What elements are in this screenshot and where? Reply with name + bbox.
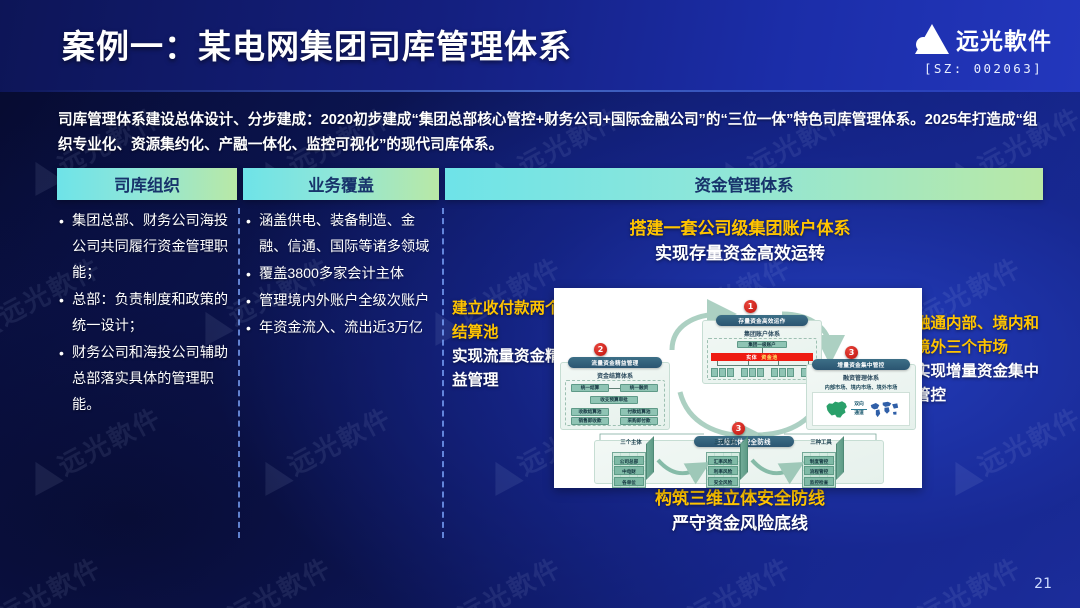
cube-tools: 三种工具 制度管控 流程管控 监控检查 <box>802 436 844 488</box>
badge-3-financing: 3 <box>845 346 858 359</box>
node2-sales-receipt: 销售即收款 <box>571 417 609 425</box>
node1-account-group-2 <box>741 368 764 377</box>
watermark-tile: 远光軟件 <box>0 548 107 608</box>
annotation-bottom-white: 严守资金风险底线 <box>672 514 808 533</box>
node1-drop-2 <box>748 361 749 365</box>
cube-risks-row: 汇率风险 <box>708 456 738 465</box>
node2-purchase-payment: 采购即付款 <box>620 417 658 425</box>
node1-account-group-3 <box>771 368 794 377</box>
cube-entities: 三个主体 公司总部 中电财 各单位 <box>612 436 654 488</box>
stock-code: [SZ: 002063] <box>923 61 1044 76</box>
world-map-icon <box>870 401 899 418</box>
node3-channel: 通道 <box>854 411 864 417</box>
node3-map-area: 双向 通道 <box>812 392 910 426</box>
subtitle-paragraph: 司库管理体系建设总体设计、分步建成：2020初步建成“集团总部核心管控+财务公司… <box>58 112 1038 153</box>
watermark-tile: 远光軟件 <box>420 548 567 608</box>
yuanguang-logo-icon <box>915 24 949 54</box>
annotation-left-white: 实现流量资金精益管理 <box>452 348 561 389</box>
node2-unified-settlement: 统一结算 <box>571 384 609 392</box>
cube-tools-row: 制度管控 <box>804 456 834 465</box>
annotation-bottom: 构筑三维立体安全防线 严守资金风险底线 <box>450 486 1030 536</box>
node2-caption: 流量资金精益管理 <box>568 357 662 368</box>
node2-payment-pool: 付款结算池 <box>620 408 658 416</box>
organization-bullet-list: 集团总部、财务公司海投公司共同履行资金管理职能； 总部：负责制度和政策的统一设计… <box>57 208 237 418</box>
pool-label-white: 实体 <box>746 354 758 361</box>
cube-risks-row: 安全风险 <box>708 476 738 486</box>
fund-management-diagram: 1 存量资金高效运作 集团账户体系 集团一级账户 实体资金池 2 流量资金精益管… <box>554 288 922 488</box>
node1-caption: 存量资金高效运作 <box>716 315 808 326</box>
list-item: 年资金流入、流出近3万亿 <box>244 315 440 341</box>
badge-2: 2 <box>594 343 607 356</box>
pool-label-yellow: 资金池 <box>761 354 778 361</box>
company-logo-block: 远光軟件 [SZ: 002063] <box>915 22 1052 76</box>
list-item: 覆盖3800多家会计主体 <box>244 261 440 287</box>
node3-channel-label: 双向 通道 <box>851 401 867 418</box>
list-item: 涵盖供电、装备制造、金融、信通、国际等诸多领域 <box>244 208 440 260</box>
watermark-tile: 远光軟件 <box>650 548 797 608</box>
node1-bus-line <box>717 365 809 366</box>
cube-entities-row: 各单位 <box>614 476 644 486</box>
list-item: 集团总部、财务公司海投公司共同履行资金管理职能； <box>57 208 237 286</box>
logo-wordmark: 远光軟件 <box>956 29 1052 55</box>
slide-header: 案例一：某电网集团司库管理体系 远光軟件 [SZ: 002063] <box>0 0 1080 92</box>
node3-subtitle: 融资管理体系 <box>842 376 879 382</box>
column-coverage: 涵盖供电、装备制造、金融、信通、国际等诸多领域 覆盖3800多家会计主体 管理境… <box>244 208 440 342</box>
node2-link-1 <box>609 388 620 389</box>
node1-drop-3 <box>778 361 779 365</box>
column-organization: 集团总部、财务公司海投公司共同履行资金管理职能； 总部：负责制度和政策的统一设计… <box>57 208 237 419</box>
node3-caption: 增量资金集中管控 <box>812 359 910 370</box>
page-number: 21 <box>1034 576 1052 592</box>
annotation-left-highlight: 建立收付款两个结算池 <box>452 300 561 341</box>
node3-markets-label: 内部市场、境内市场、境外市场 <box>824 385 898 391</box>
column-headers: 司库组织 业务覆盖 资金管理体系 <box>57 168 1043 200</box>
cube-tools-title: 三种工具 <box>810 440 832 446</box>
annotation-top-white: 实现存量资金高效运转 <box>655 244 825 263</box>
cube-entities-row: 公司总部 <box>614 456 644 465</box>
column-header-organization: 司库组织 <box>57 168 237 200</box>
annotation-right-white: 实现增量资金集中管控 <box>915 363 1040 404</box>
badge-3-defense: 3 <box>732 422 745 435</box>
cube-risks-title: 三类风险 <box>714 440 736 446</box>
list-item: 总部：负责制度和政策的统一设计； <box>57 287 237 339</box>
watermark-tile: 远光軟件 <box>250 398 397 500</box>
column-divider-1 <box>238 208 240 538</box>
page-title: 案例一：某电网集团司库管理体系 <box>62 28 572 65</box>
china-map-icon <box>826 401 847 418</box>
node1-drop-1 <box>717 361 718 365</box>
node2-receipt-pool: 收款结算池 <box>571 408 609 416</box>
node3-bidirectional: 双向 <box>854 401 864 407</box>
annotation-top: 搭建一套公司级集团账户体系 实现存量资金高效运转 <box>450 216 1030 266</box>
list-item: 管理境内外账户全级次账户 <box>244 288 440 314</box>
node2-budget-approval: 收支预算审批 <box>590 396 638 404</box>
column-header-coverage: 业务覆盖 <box>243 168 439 200</box>
badge-1: 1 <box>744 300 757 313</box>
watermark-tile: 远光軟件 <box>940 398 1080 500</box>
cube-risks: 三类风险 汇率风险 利率风险 安全风险 <box>706 436 748 488</box>
cube-entities-row: 中电财 <box>614 466 644 476</box>
annotation-top-highlight: 搭建一套公司级集团账户体系 <box>629 219 851 238</box>
node1-subtitle: 集团账户体系 <box>743 332 780 338</box>
annotation-left: 建立收付款两个结算池 实现流量资金精益管理 <box>452 297 572 393</box>
cube-entities-title: 三个主体 <box>620 440 642 446</box>
cube-tools-row: 流程管控 <box>804 466 834 476</box>
annotation-right-highlight: 融通内部、境内和境外三个市场 <box>915 315 1040 356</box>
coverage-bullet-list: 涵盖供电、装备制造、金融、信通、国际等诸多领域 覆盖3800多家会计主体 管理境… <box>244 208 440 341</box>
column-header-fund-system: 资金管理体系 <box>445 168 1043 200</box>
node1-connector <box>762 348 763 353</box>
node1-account-label: 集团一级账户 <box>737 341 787 348</box>
annotation-bottom-highlight: 构筑三维立体安全防线 <box>655 489 825 508</box>
node2-subtitle: 资金结算体系 <box>596 374 633 380</box>
watermark-tile: 远光軟件 <box>190 548 337 608</box>
cube-risks-row: 利率风险 <box>708 466 738 476</box>
node1-account-group-1 <box>711 368 734 377</box>
node1-fund-pool-bar: 实体资金池 <box>711 353 813 361</box>
list-item: 财务公司和海投公司辅助总部落实具体的管理职能。 <box>57 340 237 418</box>
watermark-tile: 远光軟件 <box>880 548 1027 608</box>
cube-tools-row: 监控检查 <box>804 476 834 486</box>
node2-dashed-box <box>565 380 665 426</box>
annotation-right: 融通内部、境内和境外三个市场 实现增量资金集中管控 <box>915 312 1045 408</box>
node1-drop-4 <box>808 361 809 365</box>
column-divider-2 <box>442 208 444 538</box>
node2-unified-financing: 统一融资 <box>620 384 658 392</box>
